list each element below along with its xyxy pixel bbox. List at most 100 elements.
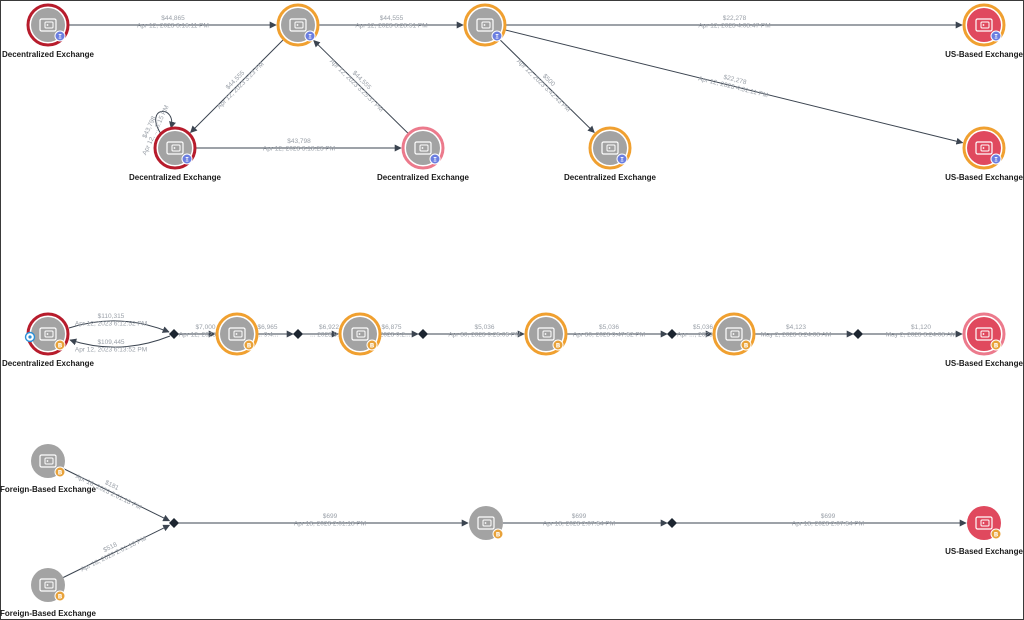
wallet-icon xyxy=(975,18,993,32)
wallet-icon xyxy=(166,141,184,155)
wallet-node[interactable]: B US-Based Exchange xyxy=(945,506,1023,556)
edge[interactable]: $6,875... 2023 9:2... xyxy=(373,324,419,339)
wallet-node[interactable]: ΞUS-Based Exchange xyxy=(945,126,1023,182)
edge[interactable]: $518Apr 18, 2023 2:01:18 PM xyxy=(63,524,171,578)
svg-text:B: B xyxy=(58,342,63,349)
edge[interactable]: $6,965... 9:4... xyxy=(257,324,294,339)
edge-label: $44,555Apr 12, 2023 3:23 PM xyxy=(211,56,266,111)
edge-line[interactable] xyxy=(155,111,176,135)
junction-node[interactable] xyxy=(293,329,303,339)
wallet-node[interactable]: B xyxy=(215,312,259,356)
wallet-node[interactable]: BUS-Based Exchange xyxy=(945,312,1023,368)
bitcoin-coin-icon xyxy=(366,339,378,351)
wallet-node[interactable]: B xyxy=(712,312,756,356)
edge-label: $44,555Apr 12, 2023 3:25:37 PM xyxy=(328,53,390,114)
wallet-icon xyxy=(39,327,57,341)
wallet-node[interactable]: Ξ xyxy=(276,3,320,47)
junction-node[interactable] xyxy=(169,518,179,528)
node-label: Foreign-Based Exchange xyxy=(0,609,97,618)
edge-line[interactable] xyxy=(68,320,170,333)
ethereum-coin-icon xyxy=(181,153,193,165)
edge-line[interactable] xyxy=(313,39,409,134)
bitcoin-coin-icon xyxy=(552,339,564,351)
node-label: Decentralized Exchange xyxy=(2,359,95,368)
wallet-node[interactable]: B xyxy=(469,506,504,540)
junction-node[interactable] xyxy=(169,329,179,339)
edge-label: $6,965... 9:4... xyxy=(257,324,279,339)
svg-text:B: B xyxy=(994,531,999,538)
wallet-node[interactable]: B Decentralized Exchange xyxy=(2,312,95,368)
edge[interactable]: $22,278Apr 12, 2023 4:31:11 PM xyxy=(505,29,964,145)
edge-line[interactable] xyxy=(505,29,964,145)
edge-line[interactable] xyxy=(63,524,171,578)
svg-text:Ξ: Ξ xyxy=(433,156,437,163)
edge-line[interactable] xyxy=(63,468,171,522)
wallet-node[interactable]: Ξ xyxy=(463,3,507,47)
node-label: US-Based Exchange xyxy=(945,547,1023,556)
nodes-layer: Ξ Decentralized Exchange Ξ Ξ ΞUS-Based Excha… xyxy=(0,3,1023,618)
svg-text:B: B xyxy=(58,469,63,476)
wallet-node[interactable]: B xyxy=(524,312,568,356)
ethereum-coin-icon xyxy=(491,30,503,42)
wallet-node[interactable]: B xyxy=(338,312,382,356)
edge-label: $22,278Apr 12, 2023 4:31:11 PM xyxy=(697,68,770,99)
ethereum-coin-icon xyxy=(304,30,316,42)
junction-node[interactable] xyxy=(418,329,428,339)
ethereum-coin-icon xyxy=(990,153,1002,165)
edge[interactable]: $6,922... 2023 9:4... xyxy=(302,324,348,339)
junction-node[interactable] xyxy=(667,518,677,528)
wallet-icon xyxy=(975,516,993,530)
junction-node[interactable] xyxy=(853,329,863,339)
wallet-icon xyxy=(975,327,993,341)
bitcoin-coin-icon xyxy=(492,528,504,540)
node-label: Decentralized Exchange xyxy=(377,173,470,182)
wallet-icon xyxy=(476,18,494,32)
ethereum-coin-icon xyxy=(429,153,441,165)
wallet-node[interactable]: ΞUS-Based Exchange xyxy=(945,3,1023,59)
wallet-icon xyxy=(414,141,432,155)
bitcoin-coin-icon xyxy=(990,339,1002,351)
wallet-icon xyxy=(601,141,619,155)
edge[interactable]: $44,555Apr 12, 2023 3:25:37 PM xyxy=(313,39,409,134)
edge[interactable]: $44,555Apr 12, 2023 3:23 PM xyxy=(190,39,284,133)
edge[interactable]: $500Apr 12, 2023 3:42:43 PM xyxy=(499,39,595,134)
node-label: US-Based Exchange xyxy=(945,173,1023,182)
bitcoin-coin-icon xyxy=(54,466,66,478)
wallet-node[interactable]: Ξ Decentralized Exchange xyxy=(377,126,470,182)
wallet-icon xyxy=(975,141,993,155)
junction-node[interactable] xyxy=(667,329,677,339)
edge-line[interactable] xyxy=(69,335,171,348)
bitcoin-coin-icon xyxy=(243,339,255,351)
edge-line[interactable] xyxy=(190,39,284,133)
edge-line[interactable] xyxy=(499,39,595,134)
